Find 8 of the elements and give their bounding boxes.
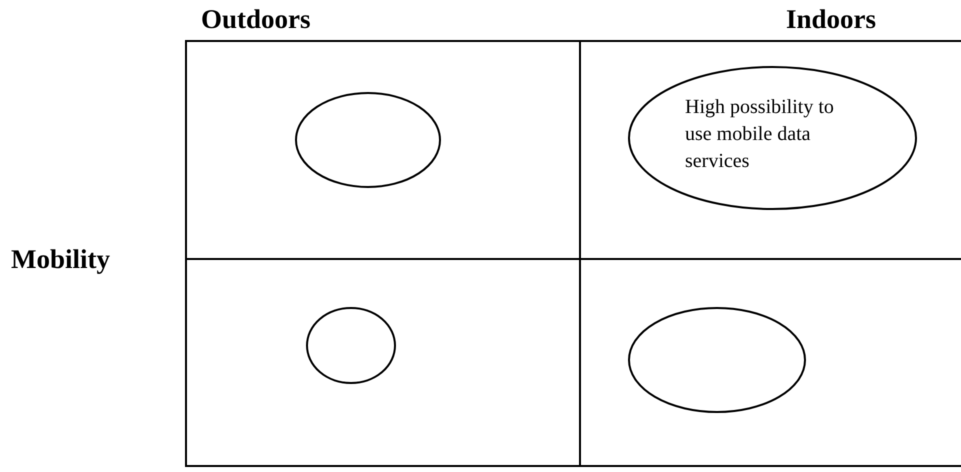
- ellipse-text: High possibility to use mobile data services: [685, 95, 835, 174]
- column-header: Indoors: [786, 4, 876, 35]
- empty-ellipse: [628, 307, 806, 413]
- empty-ellipse: [306, 307, 396, 384]
- row-header: Mobility: [11, 244, 110, 275]
- text-ellipse: [628, 66, 917, 210]
- empty-ellipse: [295, 92, 441, 188]
- column-header: Outdoors: [201, 4, 311, 35]
